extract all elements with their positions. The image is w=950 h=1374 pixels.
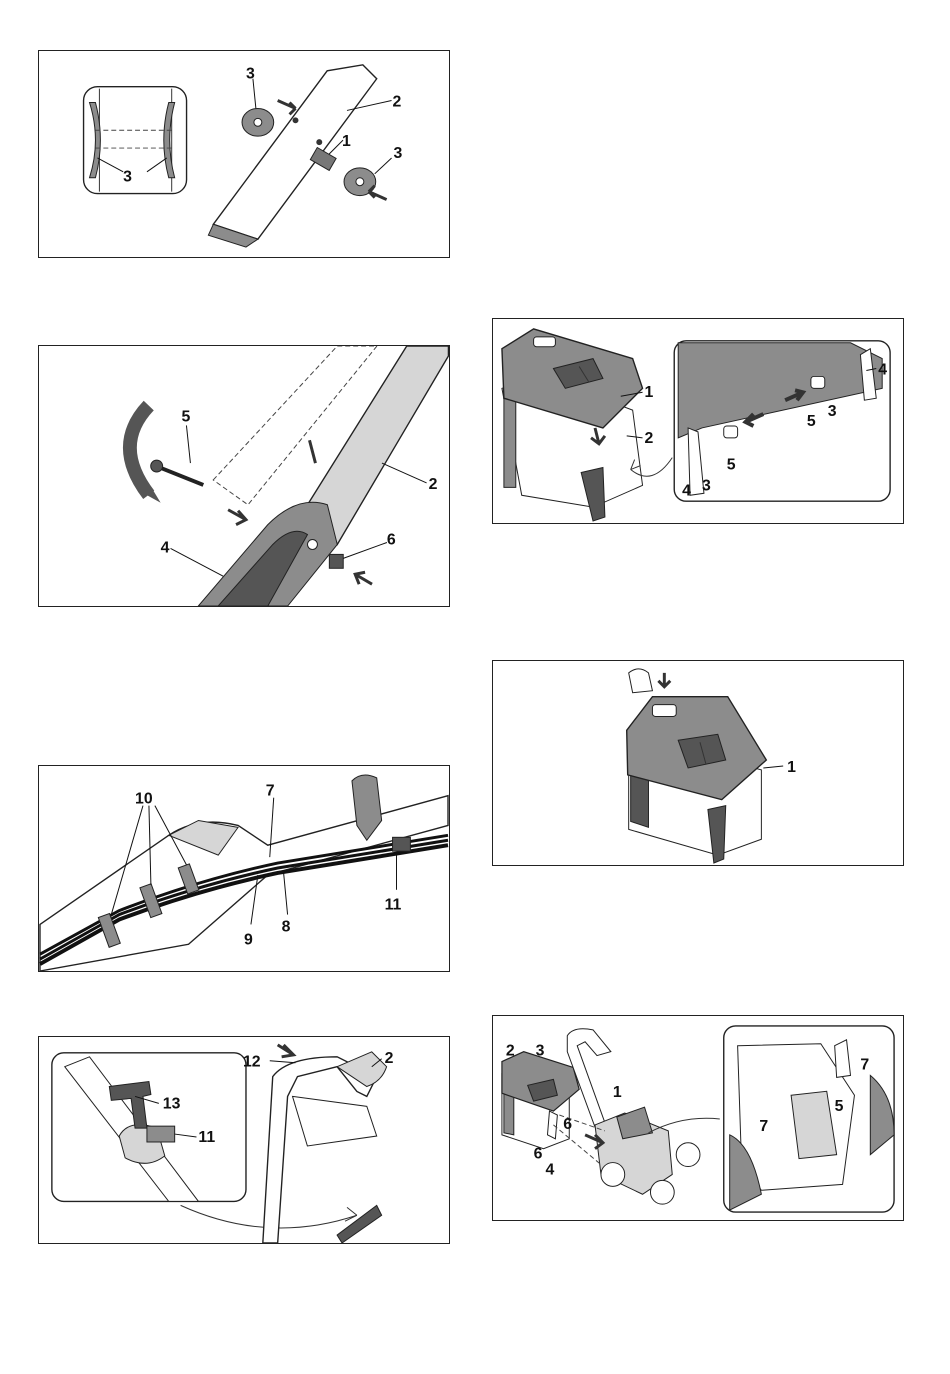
label-3a: 3	[123, 169, 132, 186]
label-3c: 3	[394, 145, 403, 162]
label-2: 2	[393, 93, 402, 110]
figure-catcher-assembly: 1 2 4 3 5 5 4 3	[492, 318, 904, 524]
label-1: 1	[613, 1084, 622, 1101]
figure-spacer-washers: 3 2 1 3 3	[38, 50, 450, 258]
label-13: 13	[163, 1095, 181, 1112]
label-4b: 4	[682, 482, 691, 499]
label-5a: 5	[807, 413, 816, 430]
label-7b: 7	[759, 1118, 768, 1135]
label-2: 2	[429, 476, 438, 493]
label-1: 1	[342, 133, 351, 150]
label-3b: 3	[246, 66, 255, 83]
figure-cable-clip: 12 2 13 11	[38, 1036, 450, 1244]
label-1: 1	[787, 759, 796, 776]
handle-bolt-illustration: 5 2 6 4	[39, 346, 449, 606]
label-2: 2	[645, 430, 654, 447]
label-3: 3	[536, 1043, 545, 1060]
spacer-washers-illustration: 3 2 1 3 3	[39, 51, 449, 257]
catcher-assembly-illustration: 1 2 4 3 5 5 4 3	[493, 319, 903, 523]
label-9: 9	[244, 931, 253, 948]
label-1: 1	[645, 384, 654, 401]
figure-handle-bolt: 5 2 6 4	[38, 345, 450, 607]
label-5: 5	[181, 408, 190, 425]
label-8: 8	[282, 918, 291, 935]
label-10: 10	[135, 791, 153, 808]
label-2: 2	[385, 1050, 394, 1067]
label-7a: 7	[860, 1056, 869, 1073]
label-12: 12	[243, 1054, 261, 1071]
label-6b: 6	[534, 1146, 543, 1163]
label-2: 2	[506, 1043, 515, 1060]
label-3b: 3	[702, 477, 711, 494]
figure-cable-routing: 10 7 11 9 8	[38, 765, 450, 972]
label-5b: 5	[727, 457, 736, 474]
label-7: 7	[266, 783, 275, 800]
label-5: 5	[835, 1098, 844, 1115]
label-3a: 3	[828, 403, 837, 420]
label-4: 4	[161, 539, 170, 556]
label-6a: 6	[563, 1116, 572, 1133]
figure-catcher-mount: 2 3 1 6 6 4 7 5 7	[492, 1015, 904, 1221]
figure-catcher-press: 1	[492, 660, 904, 866]
catcher-mount-illustration: 2 3 1 6 6 4 7 5 7	[493, 1016, 903, 1220]
cable-routing-illustration: 10 7 11 9 8	[39, 766, 449, 971]
label-6: 6	[387, 531, 396, 548]
cable-clip-illustration: 12 2 13 11	[39, 1037, 449, 1243]
label-4: 4	[545, 1161, 554, 1178]
label-11: 11	[385, 897, 402, 914]
label-11: 11	[198, 1129, 215, 1146]
label-4a: 4	[878, 361, 887, 378]
catcher-press-illustration: 1	[493, 661, 903, 865]
